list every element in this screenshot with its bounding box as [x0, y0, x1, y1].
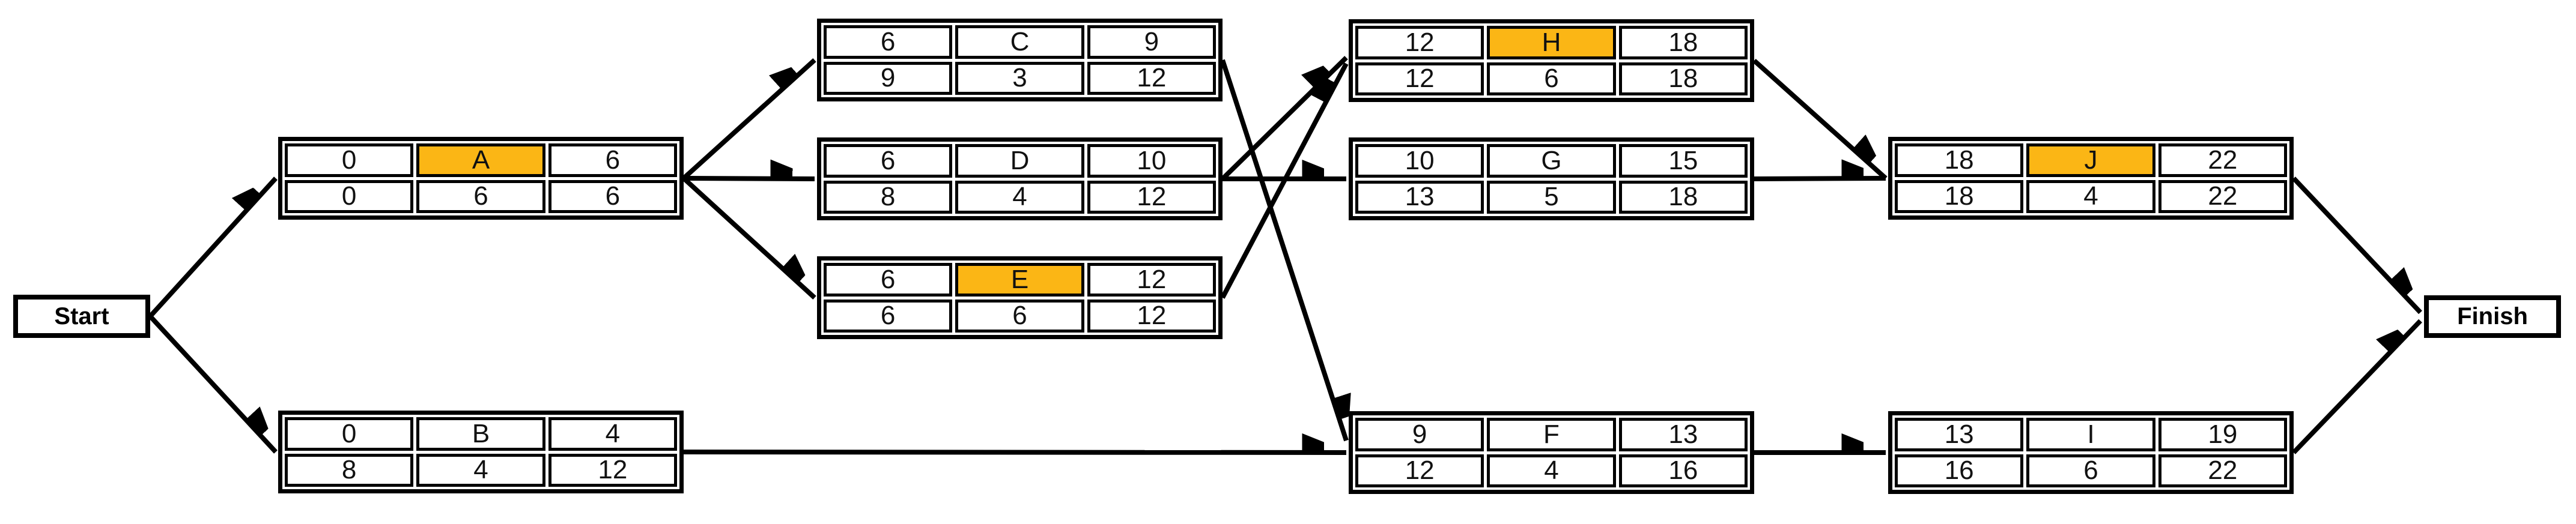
- cell-duration-F: 4: [1487, 454, 1616, 487]
- cell-late-finish-J: 22: [2158, 179, 2287, 213]
- cell-late-finish-B: 12: [548, 453, 677, 487]
- cell-late-start-D: 8: [824, 180, 953, 214]
- cell-late-finish-F: 16: [1618, 454, 1748, 487]
- edge-arrow-Start-to-B: [148, 315, 278, 454]
- cell-activity-name-G: G: [1487, 144, 1616, 178]
- cell-early-finish-B: 4: [548, 417, 677, 451]
- cell-early-finish-C: 9: [1087, 25, 1216, 59]
- cell-duration-G: 5: [1487, 180, 1616, 214]
- cell-late-start-J: 18: [1895, 179, 2024, 213]
- cell-activity-name-B: B: [416, 417, 545, 451]
- cell-early-start-H: 12: [1355, 26, 1484, 59]
- edge-arrow-I-to-Finish: [2292, 319, 2422, 454]
- cell-duration-B: 4: [416, 453, 545, 487]
- cell-early-start-D: 6: [824, 144, 953, 178]
- cell-early-finish-D: 10: [1087, 144, 1216, 178]
- cell-duration-A: 6: [416, 179, 545, 213]
- cell-activity-name-D: D: [955, 144, 1084, 178]
- cell-late-finish-A: 6: [548, 179, 677, 213]
- start-label: Start: [54, 303, 109, 330]
- cell-activity-name-F: F: [1487, 418, 1616, 451]
- cell-early-start-F: 9: [1355, 418, 1484, 451]
- cell-duration-D: 4: [955, 180, 1084, 214]
- cell-early-finish-A: 6: [548, 143, 677, 177]
- edge-arrow-E-to-H: [1220, 62, 1349, 299]
- cell-early-finish-H: 18: [1618, 26, 1748, 59]
- cell-late-finish-D: 12: [1087, 180, 1216, 214]
- cell-activity-name-E: E: [955, 263, 1084, 297]
- cell-duration-C: 3: [955, 61, 1084, 95]
- cell-activity-name-H: H: [1487, 26, 1616, 59]
- cell-early-finish-G: 15: [1618, 144, 1748, 178]
- cell-late-start-A: 0: [285, 179, 414, 213]
- cell-late-start-E: 6: [824, 299, 953, 333]
- edge-arrow-A-to-D: [683, 178, 815, 181]
- cell-late-finish-H: 18: [1618, 62, 1748, 95]
- cell-duration-H: 6: [1487, 62, 1616, 95]
- cell-activity-name-J: J: [2026, 143, 2155, 177]
- edge-arrow-A-to-C: [682, 58, 816, 180]
- cell-late-start-H: 12: [1355, 62, 1484, 95]
- cell-late-start-B: 8: [285, 453, 414, 487]
- cell-early-start-E: 6: [824, 263, 953, 297]
- cell-late-start-C: 9: [824, 61, 953, 95]
- cell-late-finish-I: 22: [2158, 454, 2287, 487]
- cell-early-start-G: 10: [1355, 144, 1484, 178]
- cell-early-finish-J: 22: [2158, 143, 2287, 177]
- edge-arrow-A-to-E: [682, 176, 816, 300]
- cell-early-start-C: 6: [824, 25, 953, 59]
- cell-late-finish-C: 12: [1087, 61, 1216, 95]
- cell-early-finish-F: 13: [1618, 418, 1748, 451]
- cell-activity-name-C: C: [955, 25, 1084, 59]
- cell-late-start-F: 12: [1355, 454, 1484, 487]
- cell-early-finish-E: 12: [1087, 263, 1216, 297]
- cell-activity-name-I: I: [2026, 418, 2155, 451]
- cell-duration-I: 6: [2026, 454, 2155, 487]
- cell-early-start-B: 0: [285, 417, 414, 451]
- cell-late-finish-G: 18: [1618, 180, 1748, 214]
- cell-early-start-A: 0: [285, 143, 414, 177]
- cell-early-start-I: 13: [1895, 418, 2024, 451]
- finish-label: Finish: [2457, 303, 2528, 330]
- cell-late-finish-E: 12: [1087, 299, 1216, 333]
- edge-arrow-J-to-Finish: [2292, 176, 2422, 315]
- cell-activity-name-A: A: [416, 143, 545, 177]
- edge-arrow-B-to-F: [683, 452, 1347, 455]
- cell-early-finish-I: 19: [2158, 418, 2287, 451]
- cell-late-start-I: 16: [1895, 454, 2024, 487]
- edge-arrow-G-to-J: [1754, 178, 1886, 181]
- edge-arrow-C-to-F: [1220, 59, 1346, 442]
- cell-duration-E: 6: [955, 299, 1084, 333]
- finish-node: Finish: [2424, 295, 2561, 338]
- cell-duration-J: 4: [2026, 179, 2155, 213]
- start-node: Start: [13, 295, 150, 338]
- cell-late-start-G: 13: [1355, 180, 1484, 214]
- edge-arrow-Start-to-A: [148, 176, 278, 318]
- edge-arrow-H-to-J: [1752, 59, 1888, 180]
- cell-early-start-J: 18: [1895, 143, 2024, 177]
